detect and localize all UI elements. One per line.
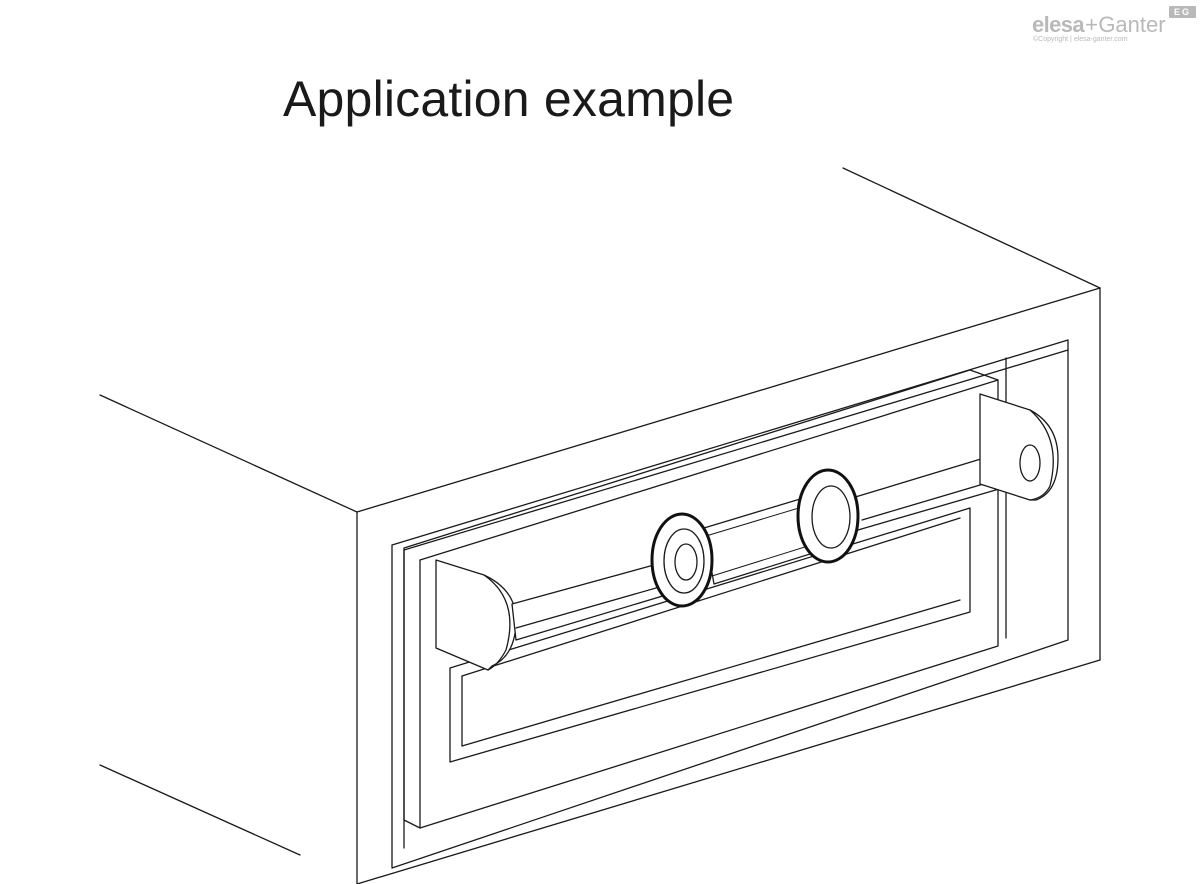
grip-pocket-inner-top (461, 517, 961, 677)
grip-pocket-inner-bottom (461, 599, 961, 747)
handle-bar-left-highlight (515, 583, 671, 629)
frame-opening (391, 339, 1069, 869)
brand-name-second: Ganter (1098, 12, 1166, 37)
handle-bar-left (511, 559, 677, 641)
right-mount-curve (1029, 409, 1054, 501)
grip-sleeve (650, 468, 860, 608)
brand-logo: elesa+Ganter ©Copyright | elesa-ganter.c… (1030, 6, 1198, 48)
cabinet (99, 167, 1101, 884)
cabinet-bottom-left-edge (99, 764, 301, 856)
brand-name-plus: + (1085, 12, 1098, 37)
cabinet-top-left-edge (99, 394, 358, 513)
cabinet-top-right-edge (842, 167, 1101, 289)
drawer-front (403, 369, 999, 829)
page-title: Application example (283, 71, 735, 127)
drawer-front-outer (403, 369, 999, 829)
frame-inner-top (403, 349, 1069, 551)
left-mount (435, 559, 517, 671)
right-mount-body (979, 393, 1059, 501)
drawer-front-top-bevel (419, 379, 999, 561)
grip-pocket-outer (449, 507, 971, 763)
brand-mark-icon: EG (1169, 6, 1196, 18)
cabinet-front-top-edge (356, 287, 1101, 513)
handle-bar-left-body (511, 559, 677, 641)
right-mount-bar-end (1019, 444, 1041, 482)
right-mount (979, 393, 1059, 501)
brand-copyright: ©Copyright | elesa-ganter.com (1033, 36, 1128, 43)
grip-left-ring-inner (674, 543, 698, 581)
cabinet-front-bottom-edge (356, 659, 1101, 884)
brand-name-first: elesa (1032, 12, 1085, 37)
brand-name: elesa+Ganter (1032, 12, 1166, 38)
left-mount-curve (483, 574, 511, 671)
grip-right-ring-middle (811, 485, 851, 549)
